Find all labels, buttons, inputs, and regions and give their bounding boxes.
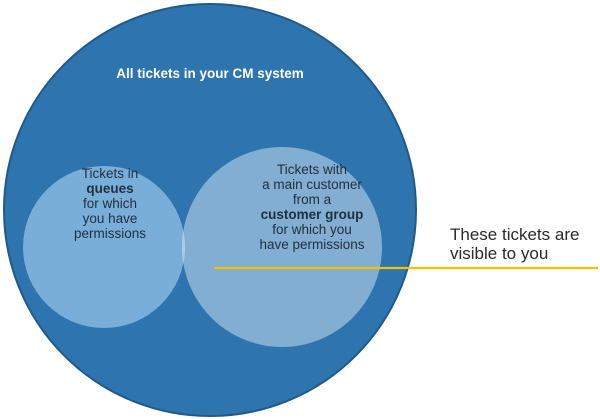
customer-group-circle-label: Tickets with a main customer from a cust… <box>259 162 365 252</box>
circle-customer-group <box>182 147 382 347</box>
customer-group-keyword: customer group <box>260 207 364 222</box>
queues-circle-label: Tickets in queues for which you have per… <box>73 166 147 241</box>
circle-queues <box>23 166 185 328</box>
visible-tickets-callout: These tickets are visible to you <box>450 225 580 263</box>
diagram-title: All tickets in your CM system <box>116 66 304 81</box>
queues-keyword: queues <box>86 181 134 196</box>
